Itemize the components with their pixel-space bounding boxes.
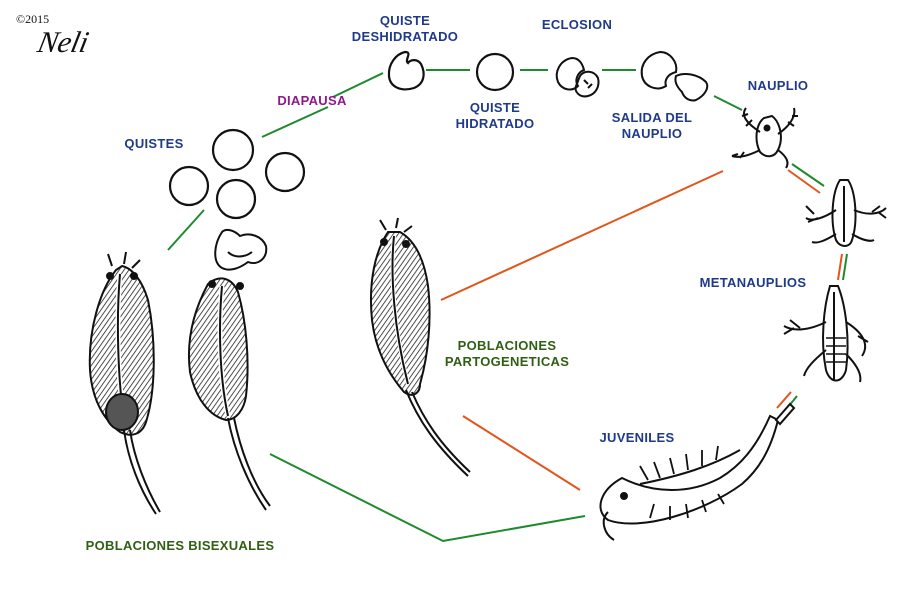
label-nauplio: NAUPLIO [747, 78, 809, 93]
bisexual-male-shape [187, 228, 271, 511]
cyst-circle [211, 128, 255, 172]
label-line: QUISTE [379, 13, 431, 28]
connector-juveniles-bisexuales [269, 453, 586, 543]
label-quistes: QUISTES [124, 136, 184, 151]
label-metanauplios: METANAUPLIOS [699, 275, 807, 290]
connector-bisexuales-quistes [167, 209, 205, 251]
label-line: POBLACIONES [457, 338, 557, 353]
connector-diapausa-deshidratado [332, 72, 384, 98]
cyst-circle [264, 151, 306, 193]
hydrated-cyst-shape [475, 52, 515, 92]
label-salida-del-nauplio: SALIDA DEL NAUPLIO [592, 110, 712, 142]
copyright-text: ©2015 [16, 12, 50, 26]
connector-meta1-meta2-orange [837, 253, 843, 281]
juvenile-shape [599, 402, 796, 541]
connector-partogeneticas-juveniles [462, 415, 581, 491]
label-poblaciones-partogeneticas: POBLACIONES PARTOGENETICAS [432, 338, 582, 370]
label-line: QUISTE [469, 100, 521, 115]
label-diapausa: DIAPAUSA [277, 93, 347, 108]
metanauplius-2-shape [783, 285, 869, 383]
connector-quistes-diapausa [261, 106, 329, 138]
connector-nauplio-meta1-orange [787, 169, 821, 194]
cyst-circle [168, 165, 210, 207]
label-line: PARTOGENETICAS [444, 354, 570, 369]
hatching-cyst-shape [555, 56, 600, 98]
label-line: SALIDA DEL [611, 110, 693, 125]
label-juveniles: JUVENILES [599, 430, 675, 445]
connector-meta1-meta2-green [842, 253, 848, 281]
cyst-circle [215, 178, 257, 220]
label-line: HIDRATADO [455, 116, 535, 131]
parthenogenetic-adult-shape [369, 217, 471, 477]
dehydrated-cyst-shape [387, 50, 425, 91]
signature-text: Neli [34, 26, 92, 59]
label-eclosion: ECLOSION [541, 17, 613, 32]
metanauplius-1-shape [805, 179, 887, 247]
label-line: NAUPLIO [621, 126, 683, 141]
label-poblaciones-bisexuales: POBLACIONES BISEXUALES [85, 538, 275, 553]
bisexual-female-shape [88, 251, 161, 515]
label-quiste-hidratado: QUISTE HIDRATADO [440, 100, 550, 132]
connector-nauplio-meta1-green [791, 163, 825, 187]
label-quiste-deshidratado: QUISTE DESHIDRATADO [340, 13, 470, 45]
label-line: DESHIDRATADO [351, 29, 459, 44]
cysts-cluster [168, 128, 306, 220]
connector-nauplio-partogeneticas [440, 170, 724, 301]
connector-salida-nauplio [713, 95, 743, 111]
nauplius-emerging-shape [640, 50, 709, 102]
nauplius-shape [731, 107, 798, 169]
connector-meta2-juvenil-orange [776, 391, 792, 409]
cycle-connectors [167, 69, 848, 543]
